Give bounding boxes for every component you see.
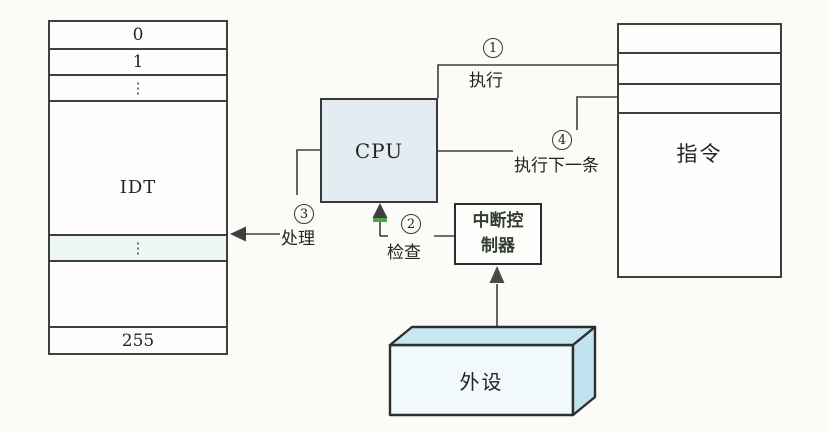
instruction-label: 指令 — [676, 142, 723, 166]
peripheral-label: 外设 — [390, 345, 573, 415]
idt-row-title: IDT — [50, 102, 226, 237]
idt-title-label: IDT — [119, 176, 157, 198]
peripheral-box-right — [571, 325, 597, 417]
instruction-row-2 — [619, 54, 780, 85]
idt-row-0: 0 — [50, 22, 226, 51]
instruction-row-3 — [619, 85, 780, 114]
idt-row-ellipsis-highlighted: ⋮ — [50, 236, 226, 263]
vertical-ellipsis-icon: ⋮ — [130, 78, 146, 97]
idt-row-0-label: 0 — [132, 25, 144, 46]
instruction-body: 指令 — [619, 114, 780, 276]
step3-label: 处理 — [281, 229, 315, 249]
idt-table: 0 1 ⋮ IDT ⋮ 255 — [48, 20, 228, 355]
step4-circled-number: 4 — [552, 130, 572, 150]
instruction-block: 指令 — [617, 23, 782, 278]
instruction-row-1 — [619, 25, 780, 54]
step1-circled-number: 1 — [483, 38, 503, 58]
idt-row-1-label: 1 — [132, 52, 144, 73]
step1-execute-line — [437, 64, 617, 98]
peripheral-label-text: 外设 — [459, 369, 504, 394]
peripheral-box-top — [388, 325, 597, 347]
interrupt-controller-box: 中断控 制器 — [454, 203, 542, 265]
vertical-ellipsis-icon: ⋮ — [130, 238, 146, 257]
interrupt-controller-label-line1: 中断控 — [472, 211, 524, 231]
idt-row-1: 1 — [50, 50, 226, 77]
step4-label: 执行下一条 — [514, 156, 599, 176]
idt-row-empty — [50, 262, 226, 329]
idt-row-255: 255 — [50, 328, 226, 353]
step2-green-accent — [373, 218, 387, 222]
step3-circled-number: 3 — [294, 204, 314, 224]
step4-elbow-line — [576, 96, 617, 130]
peripheral-arrowhead-up-icon — [489, 266, 505, 283]
cpu-label: CPU — [354, 138, 404, 163]
step2-circled-number: 2 — [401, 214, 421, 234]
idt-row-ellipsis-top: ⋮ — [50, 76, 226, 102]
interrupt-controller-label-line2: 制器 — [481, 236, 515, 256]
cpu-box: CPU — [320, 98, 438, 203]
step2-label: 检查 — [387, 243, 421, 263]
step2-arrowhead-up-icon — [372, 203, 388, 218]
step1-label: 执行 — [469, 71, 503, 91]
step3-line-from-cpu — [296, 149, 320, 195]
step3-arrowhead-left-icon — [230, 226, 246, 242]
idt-row-255-label: 255 — [121, 330, 155, 351]
